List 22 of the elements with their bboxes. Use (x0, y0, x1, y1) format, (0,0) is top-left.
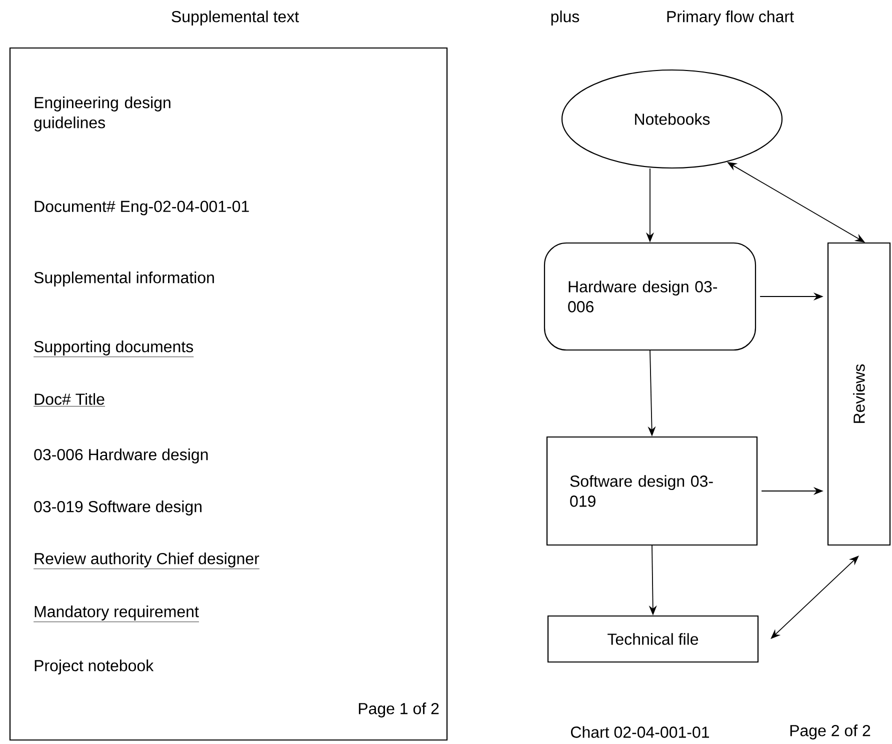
requirement-text: Mandatory requirement (33, 606, 200, 622)
body-text: Project notebook (34, 660, 154, 674)
section-heading: Supplemental information (34, 272, 214, 286)
table-row: 03-006 Hardware design (34, 448, 208, 464)
heading: Supplemental text (172, 10, 299, 26)
document-title: Engineering design guidelines (34, 96, 170, 132)
table-row: 03-019 Software design (34, 500, 202, 516)
process-box: Technical file (547, 615, 759, 663)
rounded-box: Hardware design 03-006 (544, 242, 756, 351)
chart-number: Chart 02-04-001-01 (571, 726, 709, 738)
document-number: Document# Eng-02-04-001-01 (34, 200, 249, 216)
tall-box: Reviews (827, 242, 891, 546)
page-number: Page 2 of 2 (790, 724, 870, 740)
plus-label: plus (551, 10, 580, 26)
heading: Primary flow chart (667, 10, 794, 26)
process-box: Software design 03-019 (546, 436, 758, 546)
arrow (770, 556, 859, 639)
oval-node: Notebooks (561, 69, 783, 169)
page-number: Page 1 of 2 (358, 702, 439, 718)
section-heading: Supporting documents (33, 340, 194, 358)
table-header: Doc# Title (33, 393, 106, 406)
authority-text: Review authority Chief designer (33, 552, 260, 570)
